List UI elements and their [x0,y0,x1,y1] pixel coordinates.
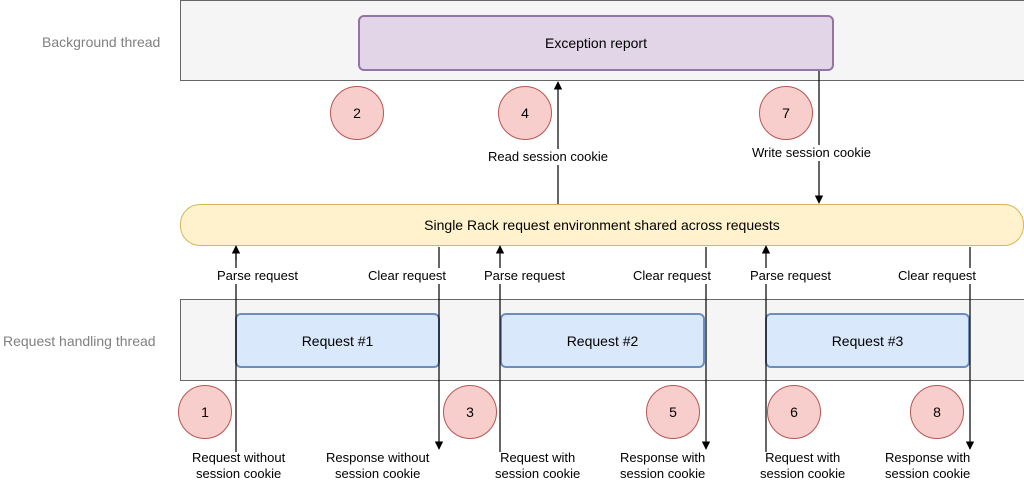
step-badge-2: 2 [330,86,384,140]
request-without-cookie-line1: Request without [192,450,286,465]
response-with-cookie-label-3: Response with session cookie [885,450,970,482]
clear-request-3-label: Clear request [896,268,979,284]
request-with-cookie-3-line2: session cookie [760,466,846,481]
step-badge-6: 6 [767,385,821,439]
request-without-cookie-line2: session cookie [195,466,282,481]
response-with-cookie-3-line1: Response with [885,450,971,465]
response-without-cookie-label: Response without session cookie [326,450,429,482]
request-with-cookie-label-2: Request with session cookie [495,450,580,482]
step-badge-1: 1 [178,385,232,439]
request-with-cookie-2-line1: Request with [500,450,576,465]
request-handling-thread-label: Request handling thread [3,333,156,349]
shared-request-environment: Single Rack request environment shared a… [180,204,1024,246]
response-without-cookie-line2: session cookie [335,466,421,481]
request-with-cookie-2-line2: session cookie [495,466,581,481]
request-2-box: Request #2 [500,313,705,368]
clear-request-1-label: Clear request [366,268,449,284]
step-badge-7: 7 [759,86,813,140]
response-with-cookie-2-line1: Response with [620,450,706,465]
response-with-cookie-3-line2: session cookie [885,466,971,481]
read-session-cookie-label: Read session cookie [486,149,610,165]
response-without-cookie-line1: Response without [326,450,430,465]
write-session-cookie-label: Write session cookie [750,145,873,161]
clear-request-2-label: Clear request [631,268,714,284]
step-badge-8: 8 [910,385,964,439]
response-with-cookie-2-line2: session cookie [620,466,706,481]
request-without-cookie-label: Request without session cookie [192,450,285,482]
background-thread-label: Background thread [42,34,161,50]
request-3-box: Request #3 [765,313,970,368]
parse-request-2-label: Parse request [482,268,567,284]
request-1-box: Request #1 [235,313,440,368]
request-with-cookie-label-3: Request with session cookie [760,450,845,482]
request-with-cookie-3-line1: Request with [765,450,841,465]
response-with-cookie-label-2: Response with session cookie [620,450,705,482]
parse-request-1-label: Parse request [215,268,300,284]
step-badge-3: 3 [443,385,497,439]
step-badge-5: 5 [646,385,700,439]
step-badge-4: 4 [498,86,552,140]
parse-request-3-label: Parse request [748,268,833,284]
exception-report-box: Exception report [358,15,834,71]
